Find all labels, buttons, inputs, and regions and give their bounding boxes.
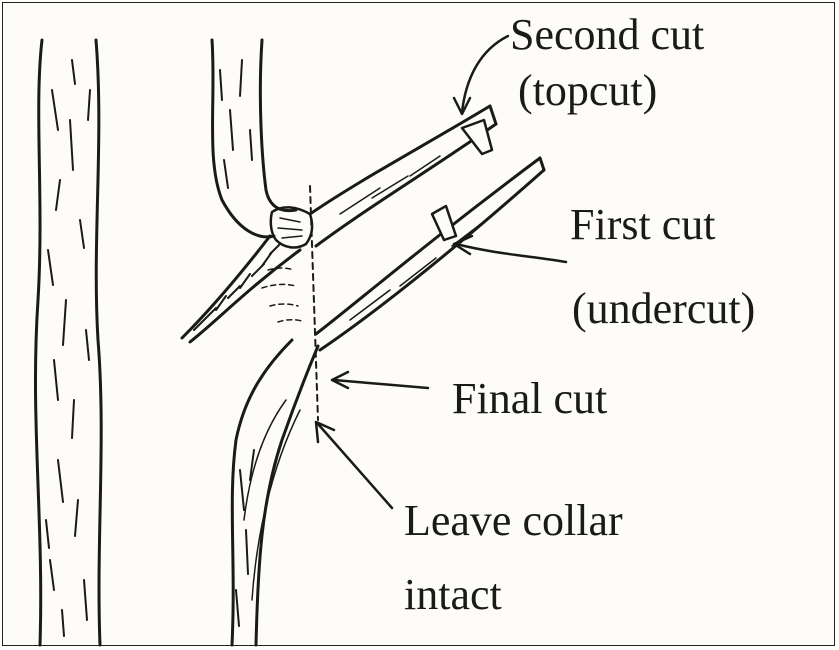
first-cut-arrow [454, 236, 566, 262]
second-cut-label: Second cut [510, 10, 704, 60]
final-cut-line [310, 186, 318, 420]
right-trunk [212, 40, 318, 645]
first-cut-label: First cut [570, 200, 715, 250]
final-cut-arrow [332, 372, 428, 388]
left-trunk [35, 40, 101, 645]
stub-branch [182, 236, 300, 342]
undercut-mark [432, 206, 456, 240]
collar-arrow [316, 422, 392, 508]
collar-label-line1: Leave collar [404, 496, 623, 546]
second-cut-arrow [454, 36, 508, 114]
second-cut-note: (topcut) [518, 66, 657, 116]
collar-label-line2: intact [404, 570, 502, 620]
first-cut-note: (undercut) [572, 284, 755, 334]
topcut-mark [462, 120, 492, 154]
branch-collar [262, 207, 312, 322]
upper-branch [310, 106, 496, 246]
final-cut-label: Final cut [452, 374, 607, 424]
